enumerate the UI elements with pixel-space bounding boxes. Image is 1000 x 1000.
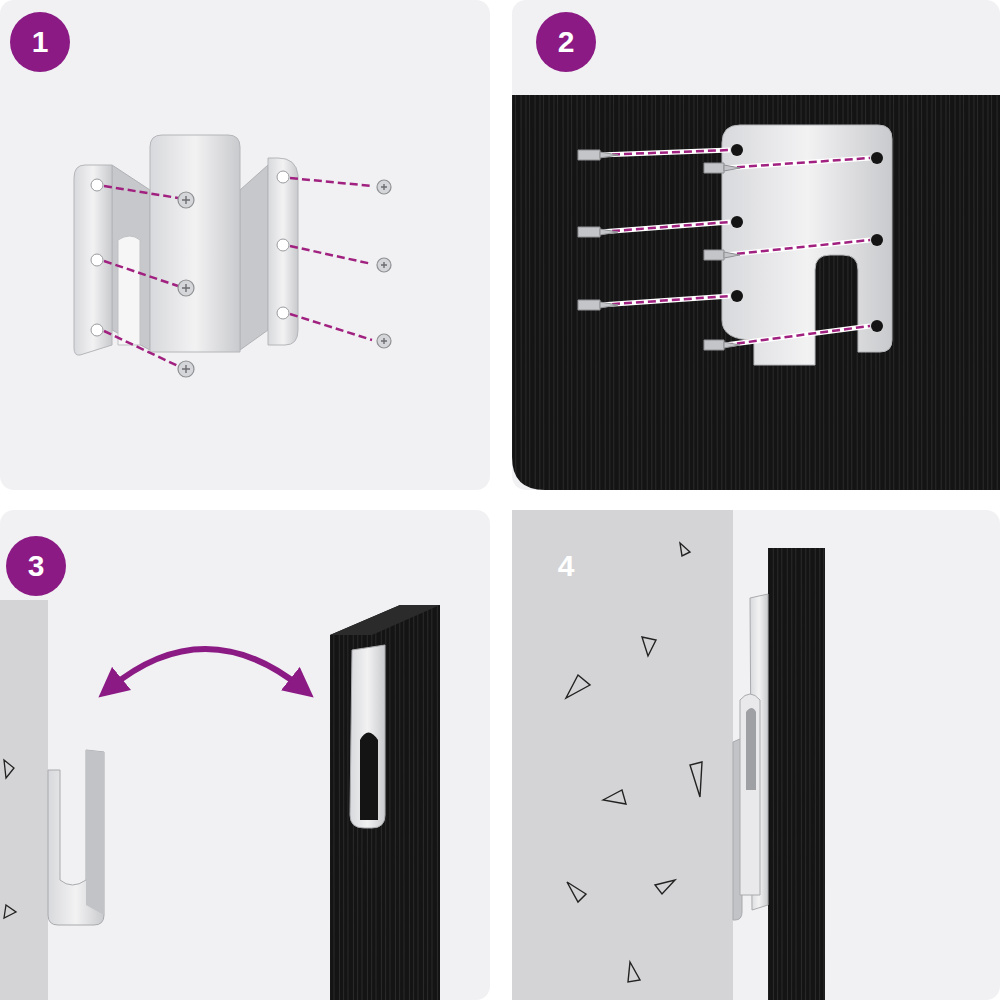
panel [0,510,490,1000]
callout-circle [6,536,66,596]
callout-circle [10,12,70,72]
callout-number: 4 [536,536,596,596]
hang-step [0,600,440,1000]
panel [512,0,1000,490]
panel [512,510,1000,1000]
callout-number: 1 [10,12,70,72]
callout-number: 2 [536,12,596,72]
bracket-exploded [74,135,391,377]
panel [0,0,490,490]
mounted-step [512,510,825,1000]
board-with-bracket [512,95,1000,490]
callout-circle [536,12,596,72]
callout-number: 3 [6,536,66,596]
